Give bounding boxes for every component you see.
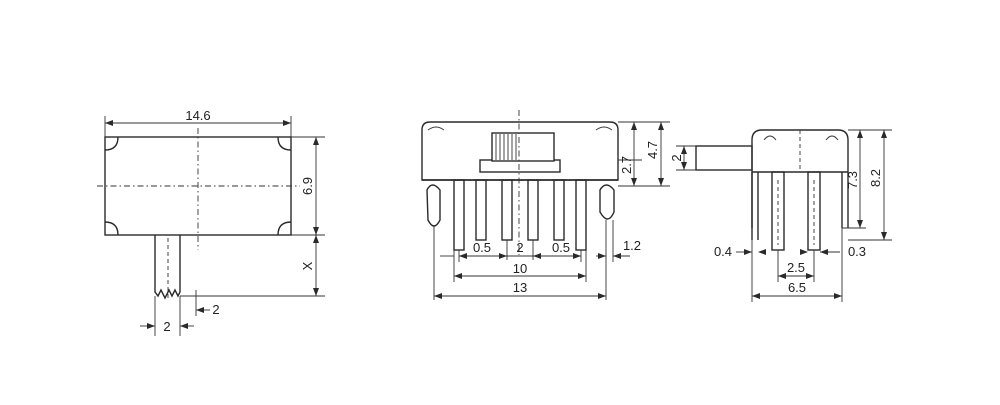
arrow [313, 288, 319, 296]
dim-label-total-height: 4.7 [645, 141, 660, 159]
dim-label-pin-thickness: 0.3 [848, 244, 866, 259]
arrow [196, 307, 204, 313]
arrow [744, 249, 752, 255]
arrow [857, 130, 863, 138]
mount-leg-left [426, 184, 441, 227]
arrow [681, 146, 687, 154]
dim-label-body-height: 7.3 [845, 171, 860, 189]
end-body-corner [825, 135, 839, 141]
dim-label-lever-width: 2 [163, 319, 170, 334]
arrow [147, 323, 155, 329]
arrow [573, 253, 581, 259]
front-corner-tl [104, 136, 119, 151]
arrow [105, 120, 113, 126]
dim-label-pitch-left: 0.5 [473, 240, 491, 255]
arrow [800, 249, 808, 255]
arrow [459, 253, 467, 259]
dim-label-pitch-mid: 2 [516, 240, 523, 255]
arrow [834, 293, 842, 299]
arrow [313, 227, 319, 235]
arrow [283, 120, 291, 126]
end-lever [695, 145, 753, 171]
side-body-corner [427, 126, 445, 131]
arrow [778, 273, 786, 279]
dim-label-pin-spacing: 2.5 [787, 260, 805, 275]
dim-label-overall-depth: 6.5 [788, 280, 806, 295]
arrow [758, 249, 766, 255]
arrow [857, 220, 863, 228]
arrow [598, 253, 606, 259]
arrow [820, 249, 828, 255]
arrow [313, 137, 319, 145]
arrow [434, 293, 442, 299]
arrow [454, 273, 462, 279]
dim-label-lever-offset: 2 [212, 302, 219, 317]
slider-base [479, 159, 561, 173]
dim-label-overall-width: 13 [513, 280, 527, 295]
arrow [881, 232, 887, 240]
dim-label-inner-width: 10 [513, 261, 527, 276]
dim-label-leg-thickness: 0.4 [714, 244, 732, 259]
arrow [658, 178, 664, 186]
arrow [578, 273, 586, 279]
side-body-corner [595, 126, 613, 131]
arrow [533, 253, 541, 259]
arrow [631, 178, 637, 186]
dim-label-height: 6.9 [300, 177, 315, 195]
arrow [752, 293, 760, 299]
dim-label-pin-width: 1.2 [623, 238, 641, 253]
arrow [881, 130, 887, 138]
arrow [681, 162, 687, 170]
pin [527, 179, 539, 241]
arrow [806, 273, 814, 279]
end-body-corner [763, 135, 777, 141]
mount-leg-right [599, 184, 615, 220]
dim-label-pitch-right: 0.5 [552, 240, 570, 255]
front-corner-br [277, 221, 292, 236]
dim-label-lever-height: 2 [669, 154, 684, 161]
dim-label-x: X [300, 261, 315, 270]
front-lever [154, 235, 181, 300]
slider-knob [491, 132, 555, 162]
dim-label-width: 14.6 [185, 108, 210, 123]
pin [575, 179, 587, 251]
arrow [598, 293, 606, 299]
front-view: 14.6 6.9 X 2 2 [97, 108, 325, 336]
pin [501, 179, 513, 241]
arrow [631, 122, 637, 130]
arrow [313, 235, 319, 243]
arrow [499, 253, 507, 259]
front-corner-bl [104, 221, 119, 236]
end-view: 2 7.3 8.2 0.4 0.3 2.5 [669, 129, 892, 302]
dim-label-top-height: 2.7 [619, 156, 634, 174]
dim-label-overall-height: 8.2 [868, 169, 883, 187]
side-view: 2.7 4.7 0.5 2 0.5 1.2 10 [421, 110, 670, 300]
front-corner-tr [277, 136, 292, 151]
pin [475, 179, 487, 241]
arrow [658, 122, 664, 130]
side-body-outline [421, 121, 619, 181]
pin [553, 179, 565, 241]
pin [453, 179, 465, 251]
